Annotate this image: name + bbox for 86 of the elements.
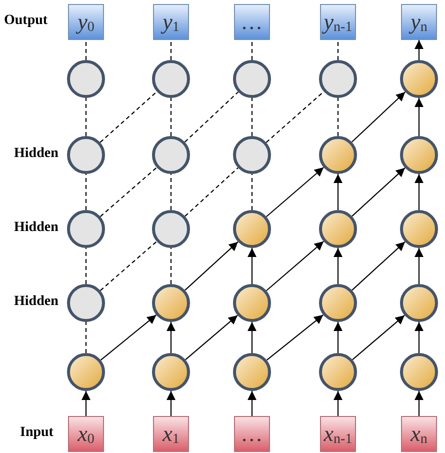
neuron-circle	[318, 209, 358, 249]
row-label: Hidden	[14, 146, 58, 162]
arrow	[266, 166, 324, 218]
arrow	[82, 391, 90, 416]
neuron-circle	[66, 59, 106, 99]
connector-line	[184, 167, 238, 217]
connector-line	[85, 98, 87, 136]
arrow	[184, 241, 238, 291]
connector-line	[85, 248, 87, 284]
row-label: Input	[20, 425, 54, 441]
output-box: …	[234, 4, 270, 40]
neuron-circle	[318, 59, 358, 99]
arrow	[334, 322, 342, 353]
neuron-circle	[151, 135, 191, 175]
output-box: y$_{n-1}$	[320, 4, 356, 40]
input-box: x$_{n}$	[401, 416, 437, 452]
neuron-circle	[66, 352, 106, 392]
neuron-circle	[232, 283, 272, 323]
neuron-circle	[318, 352, 358, 392]
output-box: y$_{0}$	[68, 4, 104, 40]
neuron-circle	[232, 209, 272, 249]
arrow	[351, 92, 406, 142]
neuron-circle	[318, 135, 358, 175]
arrow	[414, 40, 424, 60]
connector-line	[170, 248, 172, 284]
row-label: Output	[4, 13, 48, 29]
neuron-circle	[66, 209, 106, 249]
neuron-circle	[399, 209, 439, 249]
neuron-circle	[151, 209, 191, 249]
connector-line	[85, 322, 87, 353]
neuron-circle	[232, 135, 272, 175]
neuron-circle	[66, 135, 106, 175]
neuron-circle	[399, 352, 439, 392]
arrow	[166, 322, 176, 353]
connector-line	[170, 98, 172, 136]
arrow	[414, 174, 424, 210]
arrow	[352, 167, 406, 217]
output-box: y$_{n}$	[401, 4, 437, 40]
input-box: …	[234, 416, 270, 452]
connector-line	[251, 98, 253, 136]
arrow	[266, 314, 324, 361]
neuron-circle	[232, 59, 272, 99]
arrow	[248, 322, 256, 353]
connector-line	[85, 40, 87, 60]
connector-line	[184, 92, 239, 142]
neuron-circle	[151, 283, 191, 323]
arrow	[248, 391, 256, 416]
arrow	[248, 248, 256, 284]
arrow	[166, 391, 176, 416]
neuron-circle	[399, 135, 439, 175]
arrow	[414, 248, 424, 284]
connector-line	[266, 91, 324, 143]
arrow	[352, 314, 405, 360]
row-label: Hidden	[14, 220, 58, 236]
connector-line	[337, 40, 339, 60]
arrow	[414, 391, 424, 416]
connector-line	[85, 174, 87, 210]
row-label: Hidden	[14, 294, 58, 310]
arrow	[414, 322, 424, 353]
neuron-circle	[232, 352, 272, 392]
neuron-circle	[66, 283, 106, 323]
connector-line	[100, 91, 158, 143]
input-box: x$_{1}$	[153, 416, 189, 452]
connector-line	[337, 98, 339, 136]
neuron-circle	[399, 283, 439, 323]
arrow	[334, 248, 342, 284]
neuron-circle	[151, 59, 191, 99]
arrow	[334, 174, 342, 210]
neuron-circle	[318, 283, 358, 323]
connector-line	[100, 167, 158, 217]
connector-line	[100, 241, 158, 291]
connector-line	[170, 40, 172, 60]
arrow	[352, 241, 406, 291]
arrow	[414, 98, 424, 136]
connector-line	[251, 40, 253, 60]
arrow	[266, 240, 324, 292]
connector-line	[251, 174, 253, 210]
arrow	[334, 391, 342, 416]
neuron-circle	[399, 59, 439, 99]
neuron-circle	[151, 352, 191, 392]
connector-line	[170, 174, 172, 210]
arrow	[185, 314, 238, 360]
arrow	[100, 314, 157, 360]
input-box: x$_{n-1}$	[320, 416, 356, 452]
input-box: x$_{0}$	[68, 416, 104, 452]
output-box: y$_{1}$	[153, 4, 189, 40]
